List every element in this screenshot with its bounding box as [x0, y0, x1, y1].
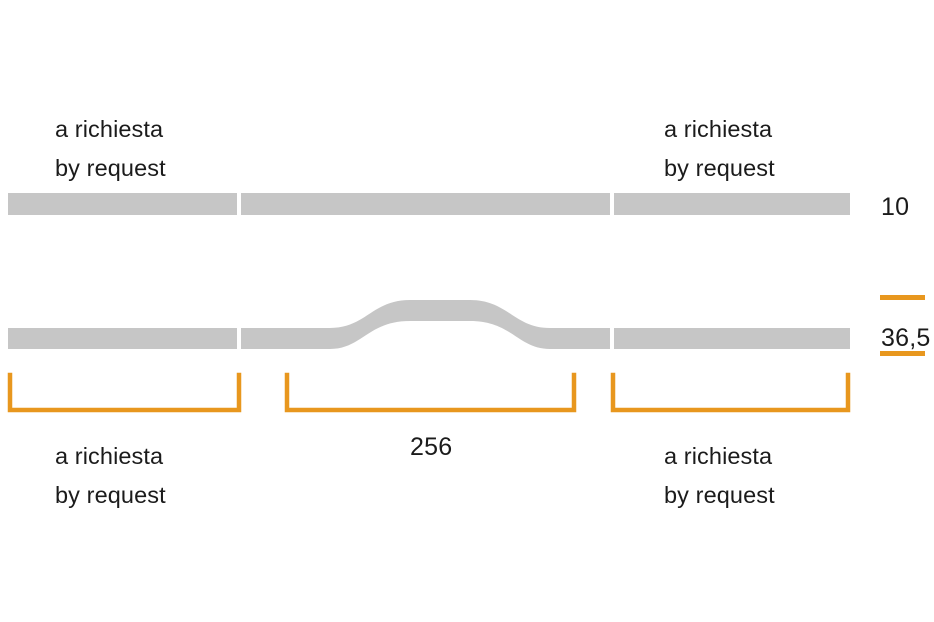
bracket-center	[284, 372, 577, 413]
thickness-rule-lower	[880, 351, 925, 356]
annotation-top-left: a richiesta by request	[55, 110, 166, 188]
annotation-line-it: a richiesta	[664, 116, 773, 142]
annotation-line-en: by request	[664, 482, 775, 508]
annotation-bottom-right: a richiesta by request	[664, 437, 775, 515]
annotation-line-it: a richiesta	[55, 443, 164, 469]
dimension-brackets	[7, 372, 851, 413]
thickness-rule-upper	[880, 295, 925, 300]
annotation-bottom-left: a richiesta by request	[55, 437, 166, 515]
top-profile-segment-center	[241, 193, 610, 215]
bracket-right	[610, 372, 851, 413]
top-profile-segment-right	[614, 193, 850, 215]
bottom-profile-group	[8, 300, 850, 349]
annotation-line-en: by request	[55, 155, 166, 181]
annotation-line-en: by request	[664, 155, 775, 181]
bracket-left	[7, 372, 242, 413]
bottom-profile-segment-left	[8, 328, 237, 349]
annotation-line-it: a richiesta	[664, 443, 773, 469]
dimension-value-center-span: 256	[410, 433, 453, 461]
top-profile-group	[8, 193, 850, 215]
bottom-profile-segment-right	[614, 328, 850, 349]
dimension-value-thickness-top: 10	[881, 193, 910, 221]
thickness-marker-bottom	[880, 295, 925, 356]
bottom-profile-segment-center-curved	[241, 300, 610, 349]
annotation-line-it: a richiesta	[55, 116, 164, 142]
annotation-line-en: by request	[55, 482, 166, 508]
dimension-value-thickness-bottom: 36,5	[881, 324, 931, 352]
top-profile-segment-left	[8, 193, 237, 215]
annotation-top-right: a richiesta by request	[664, 110, 775, 188]
